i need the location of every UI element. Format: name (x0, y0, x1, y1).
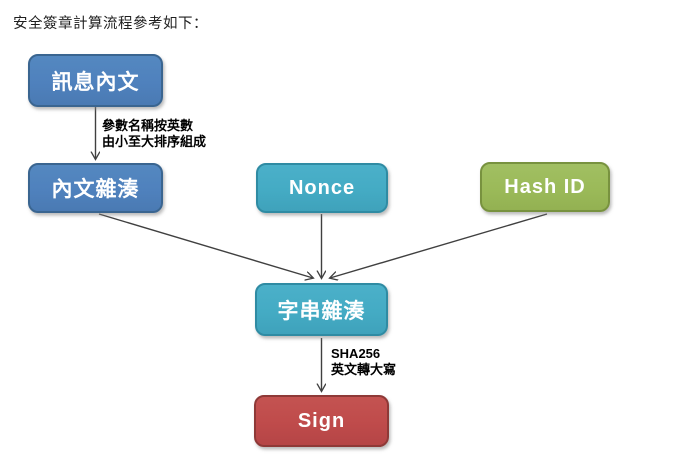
arrow-bodyhash-to-stringhash (98, 213, 313, 278)
arrow-hashid-to-stringhash (330, 213, 548, 278)
edge-label-sort-rule: 參數名稱按英數 由小至大排序組成 (102, 118, 206, 149)
node-sign: Sign (254, 395, 389, 447)
node-nonce-label: Nonce (288, 176, 356, 199)
node-body-hash: 內文雜湊 (28, 163, 163, 213)
edge-label-sha256: SHA256 英文轉大寫 (331, 346, 396, 377)
node-string-hash-label: 字串雜湊 (277, 299, 366, 323)
node-message-body-label: 訊息內文 (51, 70, 140, 94)
edge-label-sort-rule-line1: 參數名稱按英數 (102, 118, 194, 133)
edge-label-sha256-line2: 英文轉大寫 (331, 361, 397, 377)
node-hash-id-label: Hash ID (504, 175, 586, 198)
page-title: 安全簽章計算流程參考如下： (13, 16, 208, 32)
edge-label-sort-rule-line2: 由小至大排序組成 (102, 133, 207, 149)
node-body-hash-label: 內文雜湊 (51, 178, 140, 201)
node-string-hash: 字串雜湊 (255, 283, 388, 336)
node-hash-id: Hash ID (480, 162, 610, 212)
edge-label-sha256-line1: SHA256 (331, 346, 381, 361)
node-sign-label: Sign (297, 409, 346, 432)
node-nonce: Nonce (256, 163, 388, 213)
node-message-body: 訊息內文 (28, 54, 163, 107)
